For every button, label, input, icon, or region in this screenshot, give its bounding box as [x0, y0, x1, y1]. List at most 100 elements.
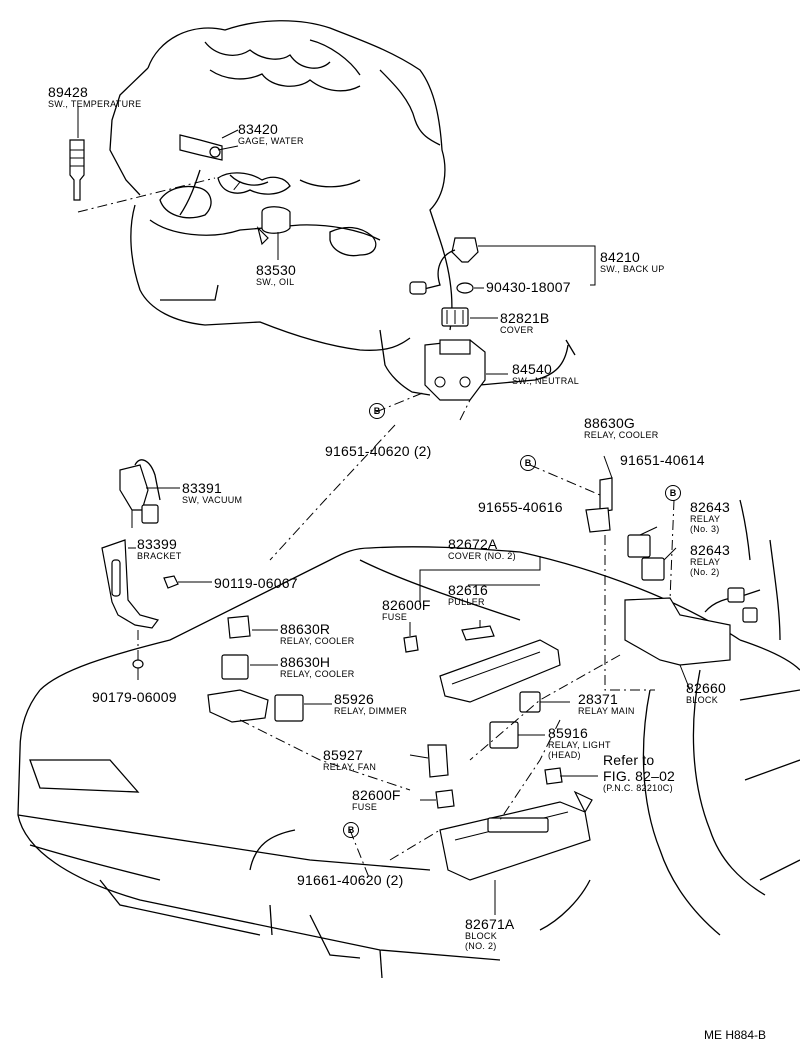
- part-description: SW., OIL: [256, 277, 295, 287]
- refer-line-1: Refer to: [603, 752, 655, 768]
- part-number: 82643: [690, 542, 730, 558]
- part-description: COVER (NO. 2): [448, 551, 516, 561]
- part-description: RELAY, FAN: [323, 762, 377, 772]
- engine-outline: [109, 20, 576, 396]
- part-description: SW., BACK UP: [600, 264, 665, 274]
- part-shapes: [69, 134, 761, 881]
- part-number: 82600F: [352, 787, 401, 803]
- assembly-lines: [77, 177, 675, 881]
- part-description: PULLER: [448, 597, 485, 607]
- part-description: RELAY: [690, 557, 721, 567]
- label-bolt-91661: 91661-40620 (2): [297, 873, 404, 887]
- part-number: 82672A: [448, 536, 498, 552]
- diagram-code: ME H884-B: [704, 1028, 767, 1042]
- car-body-outline: [17, 499, 800, 979]
- part-description: RELAY, COOLER: [280, 669, 355, 679]
- part-description: RELAY: [690, 514, 721, 524]
- part-number: 85926: [334, 691, 374, 707]
- part-description: RELAY MAIN: [578, 706, 635, 716]
- part-description: (No. 3): [690, 524, 720, 534]
- part-description: RELAY, LIGHT: [548, 740, 611, 750]
- refer-line-3: (P.N.C. 82210C): [603, 783, 673, 793]
- label-washer-90430: 90430-18007: [486, 280, 571, 294]
- leader-lines: [77, 106, 691, 915]
- part-number: 82600F: [382, 597, 431, 613]
- label-bolt-91655-40616: 91655-40616: [478, 500, 563, 514]
- part-number: 90119-06067: [214, 575, 298, 591]
- part-number: 89428: [48, 84, 88, 100]
- part-description: (NO. 2): [465, 941, 497, 951]
- part-description: SW, VACUUM: [182, 495, 243, 505]
- part-description: FUSE: [382, 612, 408, 622]
- part-number: 83530: [256, 262, 296, 278]
- part-description: RELAY, COOLER: [280, 636, 355, 646]
- part-description: SW., NEUTRAL: [512, 376, 580, 386]
- part-number: 82660: [686, 680, 726, 696]
- part-number: 91651-40620 (2): [325, 443, 432, 459]
- part-number: 85916: [548, 725, 588, 741]
- part-number: 88630R: [280, 621, 331, 637]
- part-description: GAGE, WATER: [238, 136, 304, 146]
- part-number: 82616: [448, 582, 488, 598]
- label-grommet-90179: 90179-06009: [92, 690, 177, 704]
- label-bolt-91651-40614: 91651-40614: [620, 453, 705, 467]
- part-description: BLOCK: [465, 931, 498, 941]
- part-number: 85927: [323, 747, 363, 763]
- part-number: 82821B: [500, 310, 550, 326]
- part-number: 90430-18007: [486, 279, 571, 295]
- part-number: 91661-40620 (2): [297, 872, 404, 888]
- part-description: COVER: [500, 325, 534, 335]
- part-description: SW., TEMPERATURE: [48, 99, 142, 109]
- part-description: RELAY, COOLER: [584, 430, 659, 440]
- part-number: 84540: [512, 361, 552, 377]
- part-description: BRACKET: [137, 551, 182, 561]
- part-number: 82643: [690, 499, 730, 515]
- label-bolt-91651-40620: 91651-40620 (2): [325, 444, 432, 458]
- part-number: 90179-06009: [92, 689, 177, 705]
- part-number: 83420: [238, 121, 278, 137]
- bolt-marker-2: B: [520, 455, 536, 471]
- refer-line-2: FIG. 82–02: [603, 768, 676, 784]
- bolt-marker-1: B: [369, 403, 385, 419]
- part-number: 83391: [182, 480, 222, 496]
- part-description: (No. 2): [690, 567, 720, 577]
- part-description: (HEAD): [548, 750, 581, 760]
- part-number: 88630H: [280, 654, 331, 670]
- part-number: 91651-40614: [620, 452, 705, 468]
- bolt-marker-4: B: [343, 822, 359, 838]
- part-number: 83399: [137, 536, 177, 552]
- label-bolt-90119: 90119-06067: [214, 576, 298, 590]
- part-number: 28371: [578, 691, 618, 707]
- part-number: 91655-40616: [478, 499, 563, 515]
- part-number: 84210: [600, 249, 640, 265]
- part-description: RELAY, DIMMER: [334, 706, 408, 716]
- refer-note: Refer to FIG. 82–02 (P.N.C. 82210C): [603, 753, 675, 793]
- part-description: BLOCK: [686, 695, 719, 705]
- part-number: 88630G: [584, 415, 636, 431]
- part-number: 82671A: [465, 916, 515, 932]
